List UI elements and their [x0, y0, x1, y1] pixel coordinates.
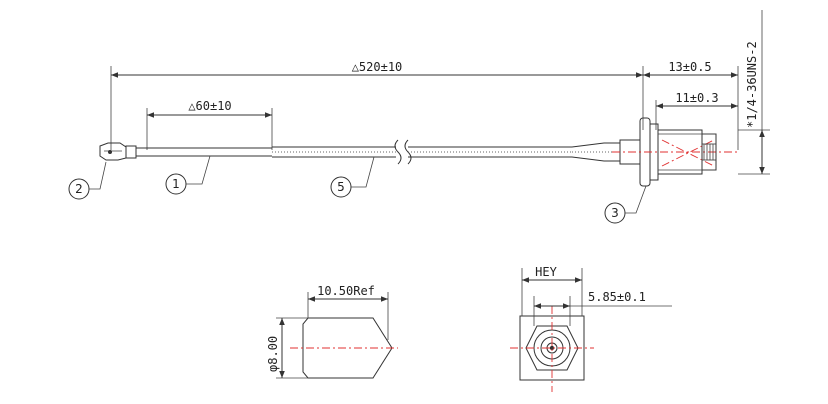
connector-length-dimension: 13±0.5	[643, 60, 739, 150]
hex-label: HEY	[535, 265, 557, 279]
thread-length-label: 11±0.3	[675, 91, 718, 105]
callout-1-label: 1	[172, 177, 180, 191]
thread-length-dimension: 11±0.3	[655, 91, 738, 130]
cable	[99, 139, 620, 165]
connector-length-label: 13±0.5	[668, 60, 711, 74]
callout-1: 1	[165, 155, 211, 195]
boot-diameter-label: φ8.00	[266, 336, 280, 372]
hex-end-view: HEY 5.85±0.1	[510, 265, 672, 392]
strip-length-label: △60±10	[188, 99, 231, 113]
boot-detail-view: 10.50Ref φ8.00	[266, 284, 398, 379]
callout-3: 3	[604, 185, 647, 224]
callout-5: 5	[330, 156, 375, 198]
boot-length-label: 10.50Ref	[317, 284, 375, 298]
strip-length-dimension: △60±10	[146, 99, 273, 150]
callout-2: 2	[68, 161, 107, 200]
thread-spec-label: *1/4-36UNS-2	[745, 41, 759, 128]
callout-3-label: 3	[611, 206, 619, 220]
overall-length-label: △520±10	[352, 60, 403, 74]
sma-bulkhead-connector	[612, 117, 740, 187]
thread-spec-dimension: *1/4-36UNS-2	[738, 10, 770, 175]
thread-hatch	[701, 143, 717, 161]
callout-5-label: 5	[337, 180, 345, 194]
ufl-connector	[99, 142, 137, 161]
hex-size-label: 5.85±0.1	[588, 290, 646, 304]
callout-2-label: 2	[75, 182, 83, 196]
